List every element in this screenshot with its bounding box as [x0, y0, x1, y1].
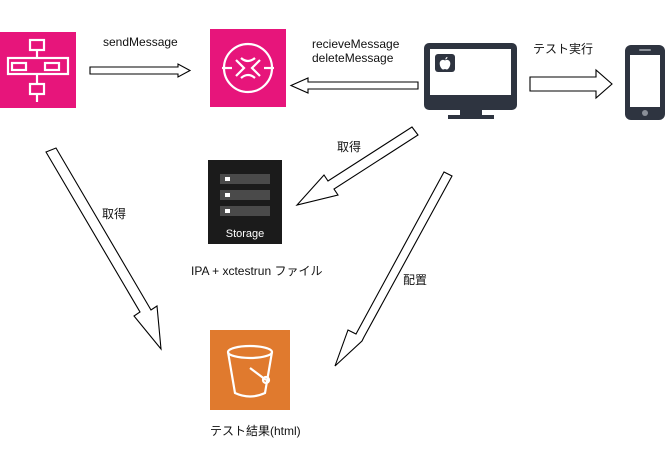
receive-message-label: recieveMessage [312, 37, 400, 51]
s3-bucket-icon [210, 330, 290, 410]
step-functions-icon [0, 32, 76, 108]
storage-label: Storage [226, 228, 265, 240]
arrow-test-run [529, 68, 613, 100]
send-message-label: sendMessage [103, 35, 178, 49]
deploy-label: 配置 [403, 273, 428, 287]
test-run-label: テスト実行 [533, 42, 594, 56]
arrow-send-message [89, 63, 192, 78]
sqs-queue-icon [210, 29, 286, 107]
fetch-center-label: 取得 [337, 140, 362, 154]
storage-caption: IPA + xctestrun ファイル [191, 264, 323, 278]
fetch-left-label: 取得 [102, 207, 127, 221]
s3-caption: テスト結果(html) [210, 424, 301, 438]
apple-logo-icon [435, 54, 455, 72]
storage-icon: Storage [208, 160, 282, 244]
delete-message-label: deleteMessage [312, 51, 394, 65]
arrow-deploy [334, 171, 453, 367]
smartphone-icon [625, 45, 665, 120]
arrow-receive-message [289, 77, 419, 94]
arrow-fetch-left [45, 147, 162, 351]
arrow-fetch-center [295, 126, 419, 206]
